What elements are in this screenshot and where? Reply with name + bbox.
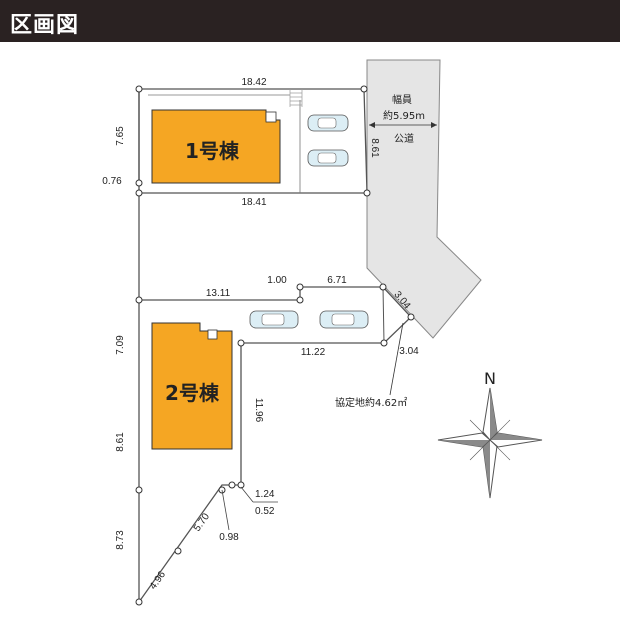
- dim-diag-right-lower: 3.04: [399, 346, 419, 357]
- setback-label: 協定地約4.62㎡: [335, 396, 407, 409]
- road-arrow-left: [369, 122, 375, 128]
- dim-diag-upper: 5.70: [192, 511, 212, 534]
- dim-bottom-left: 8.73: [115, 530, 126, 550]
- public-road: [366, 59, 482, 339]
- road-width-label: 幅員: [392, 93, 412, 106]
- notch-c-leader: [221, 489, 230, 531]
- setback-leader: [389, 322, 404, 396]
- dim-small-top: 1.00: [267, 275, 287, 286]
- road-type-label: 公道: [394, 132, 414, 145]
- header-bar: 区画図: [0, 0, 620, 42]
- dim-notch-b: 0.52: [255, 506, 275, 517]
- page-title: 区画図: [10, 13, 80, 38]
- boundary-markers: [135, 85, 415, 606]
- road-width-value: 約5.95m: [383, 109, 425, 122]
- car-2: [307, 149, 349, 167]
- dim-middle: 18.41: [241, 197, 266, 208]
- entrance-2: [207, 329, 218, 340]
- compass-rose-icon: [437, 387, 543, 499]
- dim-lot2-left-upper: 7.09: [115, 335, 126, 355]
- dim-drive-top: 6.71: [327, 275, 347, 286]
- road-arrow-right: [431, 122, 437, 128]
- dim-top: 18.42: [241, 77, 266, 88]
- dim-diag-lower: 4.96: [148, 569, 168, 592]
- dim-notch-a: 1.24: [255, 489, 275, 500]
- dim-notch-c: 0.98: [219, 532, 239, 543]
- car-4: [319, 310, 369, 329]
- dim-lot2-left-lower: 8.61: [115, 432, 126, 452]
- dim-upper-left: 13.11: [206, 288, 231, 299]
- entrance-1: [265, 111, 277, 123]
- dim-left-offset: 0.76: [102, 176, 122, 187]
- dim-drive-bottom: 11.22: [301, 347, 326, 358]
- car-1: [307, 114, 349, 132]
- stairs: [289, 89, 303, 107]
- compass-north-label: N: [484, 369, 496, 388]
- building-2-label: 2号棟: [165, 381, 220, 405]
- dim-lot1-left: 7.65: [115, 126, 126, 146]
- driveway-side: [382, 286, 385, 344]
- building-1: [151, 109, 281, 184]
- car-3: [249, 310, 299, 329]
- dim-lot1-right: 8.61: [369, 138, 380, 158]
- building-2: [151, 322, 233, 450]
- site-plan: 1号棟 2号棟 18.42 7.65 8.61 0.76 18.41 13.11…: [102, 59, 543, 606]
- building-1-label: 1号棟: [185, 139, 240, 163]
- notch-leader: [240, 486, 254, 503]
- dim-flag-pole: 11.96: [253, 398, 264, 423]
